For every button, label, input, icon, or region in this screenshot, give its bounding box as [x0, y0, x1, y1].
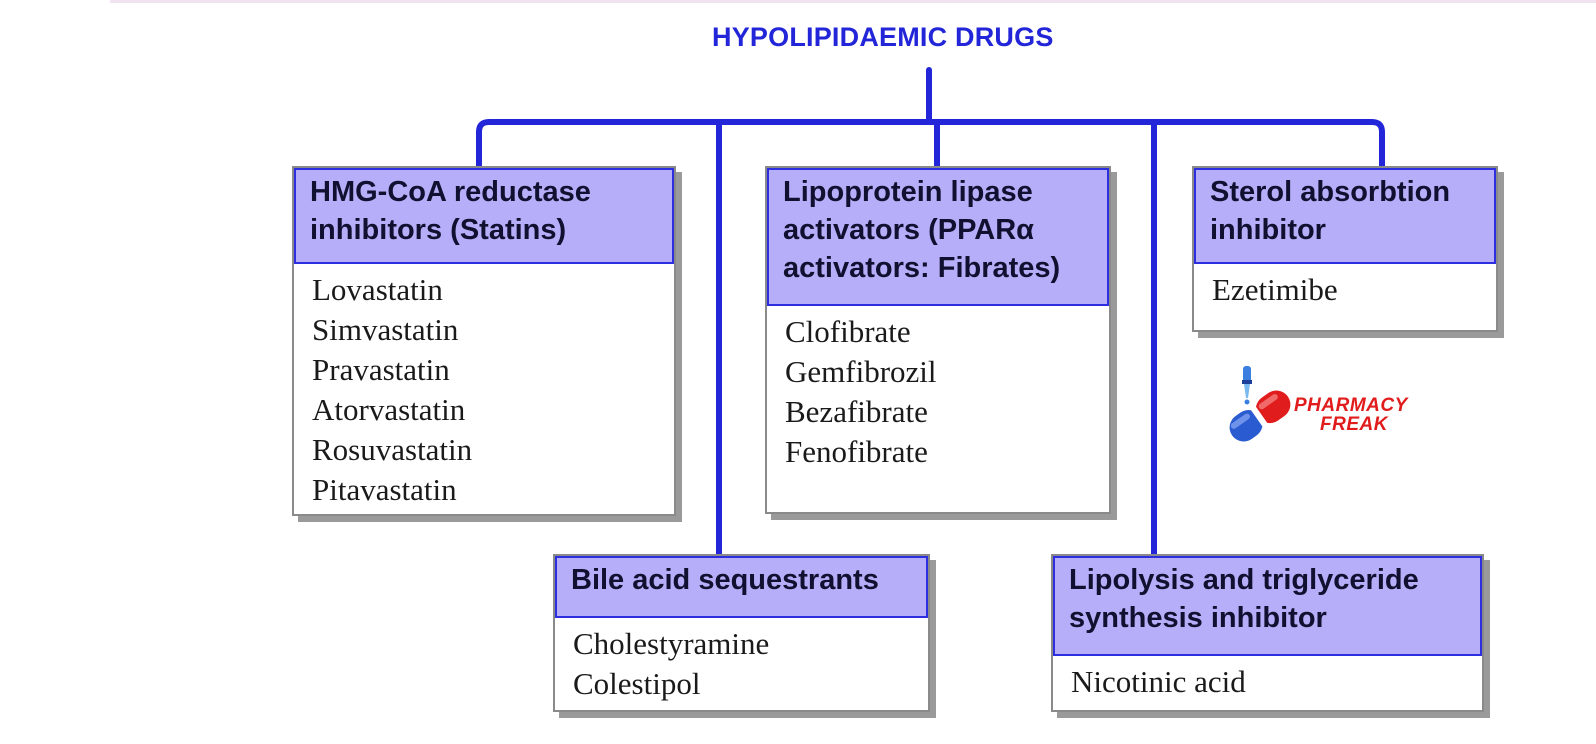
- drug-item: Ezetimibe: [1212, 272, 1338, 307]
- drug-item: Pravastatin: [312, 352, 450, 387]
- category-box-fibrates: Lipoprotein lipase activators (PPARα act…: [765, 166, 1111, 514]
- drug-list-statins: Lovastatin Simvastatin Pravastatin Atorv…: [294, 264, 674, 516]
- drug-item: Colestipol: [573, 666, 701, 701]
- drug-item: Gemfibrozil: [785, 354, 937, 389]
- top-decorative-strip: [110, 0, 1596, 3]
- drug-item: Cholestyramine: [573, 626, 770, 661]
- logo-text-line1: PHARMACY: [1294, 395, 1408, 416]
- category-header-sterol: Sterol absorbtion inhibitor: [1194, 168, 1496, 264]
- drug-list-fibrates: Clofibrate Gemfibrozil Bezafibrate Fenof…: [767, 306, 1109, 478]
- category-box-lipolysis: Lipolysis and triglyceride synthesis inh…: [1051, 554, 1484, 712]
- category-header-statins: HMG-CoA reductase inhibitors (Statins): [294, 168, 674, 264]
- category-header-lipolysis: Lipolysis and triglyceride synthesis inh…: [1053, 556, 1482, 656]
- category-box-sterol: Sterol absorbtion inhibitor Ezetimibe: [1192, 166, 1498, 332]
- horizontal-bus: [476, 119, 1385, 171]
- category-box-bile-acid: Bile acid sequestrants Cholestyramine Co…: [553, 554, 930, 712]
- pharmacy-freak-logo: PHARMACY FREAK: [1220, 364, 1410, 444]
- category-box-statins: HMG-CoA reductase inhibitors (Statins) L…: [292, 166, 676, 516]
- drug-list-bile-acid: Cholestyramine Colestipol: [555, 618, 928, 710]
- drug-item: Atorvastatin: [312, 392, 466, 427]
- drug-list-sterol: Ezetimibe: [1194, 264, 1496, 316]
- diagram-title: HYPOLIPIDAEMIC DRUGS: [712, 22, 1054, 52]
- pill-dropper-icon: [1229, 366, 1291, 442]
- drug-item: Rosuvastatin: [312, 432, 473, 467]
- drug-item: Lovastatin: [312, 272, 443, 307]
- drug-item: Clofibrate: [785, 314, 911, 349]
- drug-item: Bezafibrate: [785, 394, 928, 429]
- category-header-fibrates: Lipoprotein lipase activators (PPARα act…: [767, 168, 1109, 306]
- drug-list-lipolysis: Nicotinic acid: [1053, 656, 1482, 708]
- category-header-bile-acid: Bile acid sequestrants: [555, 556, 928, 618]
- drug-item: Pitavastatin: [312, 472, 457, 507]
- drug-item: Nicotinic acid: [1071, 664, 1246, 699]
- drug-item: Fenofibrate: [785, 434, 928, 469]
- drug-item: Simvastatin: [312, 312, 459, 347]
- logo-text-line2: FREAK: [1320, 414, 1388, 435]
